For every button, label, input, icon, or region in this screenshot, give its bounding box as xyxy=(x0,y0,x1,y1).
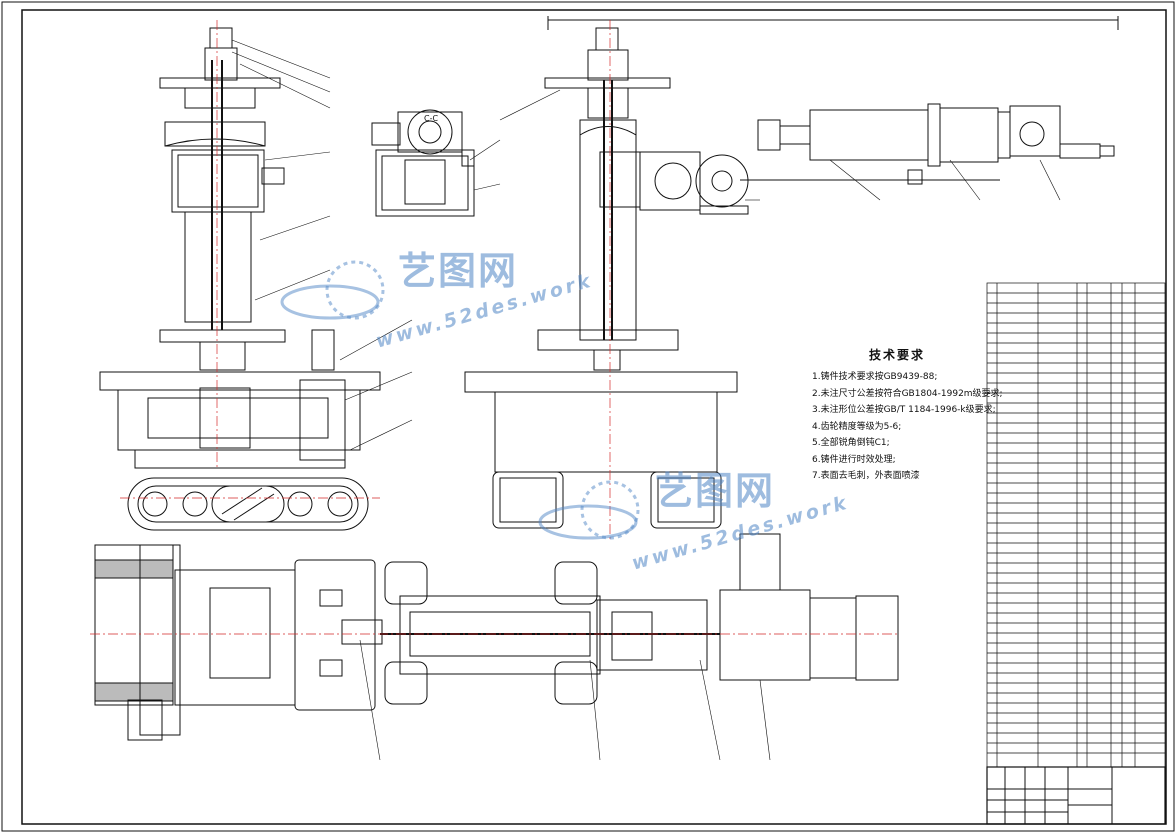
watermark-logo-graphics xyxy=(280,260,640,540)
column-assembly-view xyxy=(99,27,381,531)
parts-list-table xyxy=(986,282,1166,768)
tech-item-3: 3.未注形位公差按GB/T 1184-1996-k级要求; xyxy=(812,405,996,415)
title-block xyxy=(986,766,1166,825)
front-view xyxy=(464,27,749,529)
watermark-brand-1: 艺图网 xyxy=(398,249,519,293)
watermark-brand-2: 艺图网 xyxy=(655,469,776,513)
tech-item-1: 1.铸件技术要求按GB9439-88; xyxy=(812,372,938,382)
tech-item-6: 6.铸件进行时效处理; xyxy=(812,454,896,465)
technical-requirements: 技术要求 1.铸件技术要求按GB9439-88; 2.未注尺寸公差按符合GB18… xyxy=(812,346,1003,485)
bottom-section-view xyxy=(94,533,899,741)
tech-item-2: 2.未注尺寸公差按符合GB1804-1992m级要求; xyxy=(812,388,1003,399)
tech-item-5: 5.全部锐角倒钝C1; xyxy=(812,438,890,448)
center-lines xyxy=(90,20,900,635)
drive-motor-view xyxy=(547,16,1119,185)
tech-item-7: 7.表面去毛刺，外表面喷漆 xyxy=(812,471,920,481)
tech-requirements-title: 技术要求 xyxy=(868,348,925,362)
section-cc-label: C-C xyxy=(424,114,438,123)
leader-lines xyxy=(231,39,1061,761)
tech-item-4: 4.齿轮精度等级为5-6; xyxy=(812,421,902,432)
inner-frame xyxy=(21,9,1167,825)
section-cc-view xyxy=(371,109,475,217)
